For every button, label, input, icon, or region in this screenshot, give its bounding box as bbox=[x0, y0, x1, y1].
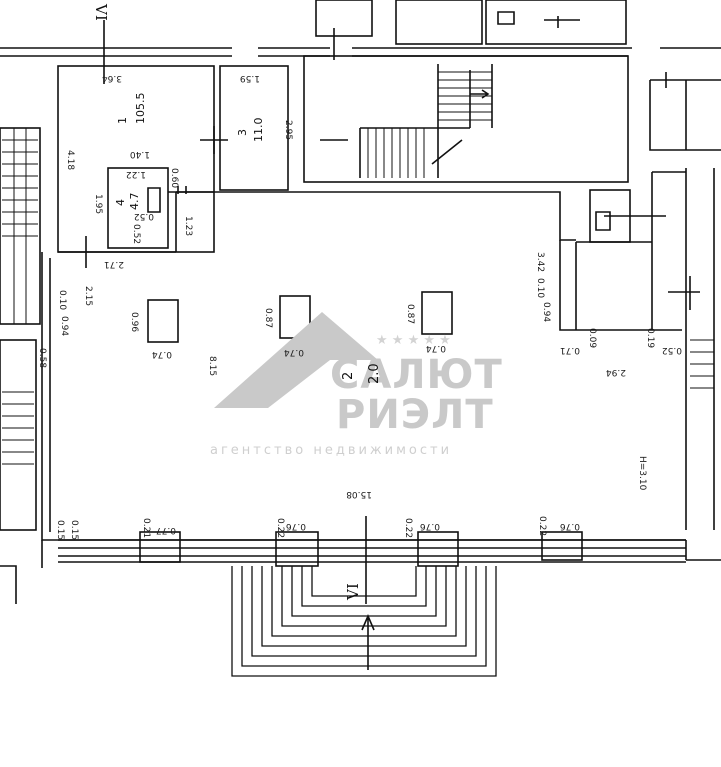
pier-4 bbox=[541, 531, 583, 561]
window-wall bbox=[58, 539, 686, 563]
room-2-outline bbox=[107, 167, 169, 249]
section-axis-label-bottom: VI bbox=[344, 583, 362, 601]
dim: 0.74 bbox=[426, 343, 446, 353]
left-stair-bottom bbox=[0, 339, 37, 531]
dim: 1.59 bbox=[240, 73, 260, 83]
left-stair-top bbox=[0, 127, 41, 325]
room-1-area: 2.0 bbox=[367, 363, 382, 384]
dim: 0.19 bbox=[645, 328, 655, 348]
dim: 1.95 bbox=[93, 194, 103, 214]
dim: H=3.10 bbox=[637, 456, 647, 491]
stair-room-outline bbox=[303, 55, 629, 183]
right-column-wall bbox=[685, 168, 721, 561]
wc-top-right bbox=[485, 0, 627, 45]
room-3-number: 1 bbox=[116, 117, 129, 124]
room-4-number: 3 bbox=[236, 129, 249, 136]
wc-fixture bbox=[147, 11, 611, 231]
watermark-stars: ★ ★ ★ ★ ★ bbox=[376, 333, 451, 348]
dim: 0.15 bbox=[69, 520, 79, 540]
right-stair-treads bbox=[690, 339, 714, 389]
dim: 0.58 bbox=[37, 348, 47, 368]
entrance-steps bbox=[231, 566, 497, 677]
dimension-labels: 3.64 1.59 2.95 4.18 1.40 1.22 0.60 1.95 … bbox=[37, 73, 682, 540]
left-stair-top-treads bbox=[2, 128, 38, 324]
left-lower-wall bbox=[0, 540, 43, 604]
watermark-name-line2: РИЭЛТ bbox=[336, 392, 494, 438]
dim: 0.10 bbox=[535, 278, 545, 298]
dim: 0.10 bbox=[57, 290, 67, 310]
dim: 1.22 bbox=[126, 169, 146, 179]
door-marks bbox=[85, 16, 700, 310]
hall-top-wall bbox=[176, 191, 576, 241]
dim: 0.22 bbox=[537, 516, 547, 536]
dim: 0.94 bbox=[59, 316, 69, 336]
dim: 0.52 bbox=[662, 345, 682, 355]
dim: 0.22 bbox=[403, 518, 413, 538]
dim: 2.94 bbox=[606, 367, 626, 377]
dim: 0.94 bbox=[541, 302, 551, 322]
right-room bbox=[575, 171, 686, 330]
dim: 8.15 bbox=[207, 356, 217, 376]
dim: 0.77 bbox=[156, 525, 176, 535]
room-3-area: 105.5 bbox=[134, 93, 147, 125]
dim: 3.42 bbox=[535, 252, 545, 272]
stair-treads bbox=[367, 71, 492, 178]
column-1 bbox=[147, 299, 179, 343]
stair-arrow bbox=[431, 89, 490, 165]
dim: 1.40 bbox=[130, 149, 150, 159]
room-4-outline bbox=[219, 65, 289, 191]
dim: 0.87 bbox=[263, 308, 273, 328]
dim: 0.09 bbox=[587, 328, 597, 348]
room-2-area: 4.7 bbox=[128, 193, 141, 211]
room-4-area: 11.0 bbox=[252, 118, 265, 143]
dim: 4.18 bbox=[65, 150, 75, 170]
room-top-mid bbox=[395, 0, 483, 45]
entrance-arrow bbox=[361, 613, 375, 670]
dim: 0.74 bbox=[152, 349, 172, 359]
dim: 2.95 bbox=[283, 120, 293, 140]
column-3 bbox=[421, 291, 453, 335]
hall-right-wall bbox=[559, 240, 682, 331]
pier-3 bbox=[417, 531, 459, 567]
stair-flight bbox=[359, 64, 493, 178]
dim: 1.23 bbox=[183, 216, 193, 236]
dim: 0.76 bbox=[560, 521, 580, 531]
dim: 3.64 bbox=[102, 73, 122, 83]
left-stair-bottom-treads bbox=[2, 391, 34, 465]
pier-1 bbox=[139, 531, 181, 563]
dim: 0.52 bbox=[131, 224, 141, 244]
dim: 2.71 bbox=[104, 259, 124, 269]
watermark-logo-mark bbox=[214, 312, 378, 408]
watermark-tagline: агентство недвижимости bbox=[210, 443, 452, 458]
dim: 0.76 bbox=[420, 521, 440, 531]
watermark-name-line1: САЛЮТ bbox=[330, 352, 503, 398]
right-top-block bbox=[649, 79, 721, 151]
dim: 0.22 bbox=[275, 518, 285, 538]
dim: 0.52 bbox=[134, 211, 154, 221]
dim: 0.87 bbox=[405, 304, 415, 324]
dim: 0.15 bbox=[55, 520, 65, 540]
dim: 2.15 bbox=[83, 286, 93, 306]
dim: 0.21 bbox=[141, 518, 151, 538]
dim: 0.96 bbox=[129, 312, 139, 332]
pier-2 bbox=[275, 531, 319, 567]
room-labels: 1 105.5 3 11.0 4 4.7 2 2.0 bbox=[114, 93, 382, 385]
room-2-number: 4 bbox=[114, 199, 127, 206]
dim: 0.76 bbox=[286, 521, 306, 531]
room-1-number: 2 bbox=[341, 372, 356, 380]
dim: 0.74 bbox=[284, 347, 304, 357]
section-axis-label-top: VI bbox=[92, 3, 110, 21]
watermark: ★ ★ ★ ★ ★ САЛЮТ РИЭЛТ агентство недвижим… bbox=[210, 312, 503, 458]
dim: 0.60 bbox=[169, 168, 179, 188]
room-top-left bbox=[315, 0, 373, 37]
dim: 0.71 bbox=[560, 345, 580, 355]
dim: 15.08 bbox=[346, 489, 372, 499]
